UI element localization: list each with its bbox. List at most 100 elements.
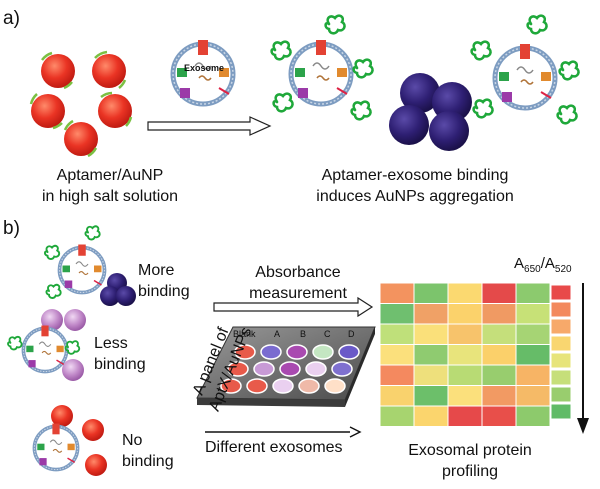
panel-b-label: b) xyxy=(3,218,20,239)
heatmap-cell xyxy=(413,405,449,427)
ratio-slash-a: /A xyxy=(540,255,555,272)
heatmap-cell xyxy=(379,303,415,325)
heatmap-cell xyxy=(413,344,449,366)
more-binding-line-2: binding xyxy=(138,283,190,300)
heatmap-cell xyxy=(447,323,483,345)
aunp-particle xyxy=(98,91,133,128)
left-caption-line-1: Aptamer/AuNP xyxy=(56,167,164,184)
heatmap-cell xyxy=(515,323,551,345)
ratio-sub-520: 520 xyxy=(554,264,572,275)
heatmap-cell xyxy=(379,323,415,345)
heatmap-cell xyxy=(447,405,483,427)
plate-well xyxy=(227,361,249,377)
heatmap-color-legend xyxy=(550,284,572,420)
plate-well xyxy=(312,344,334,360)
left-caption: Aptamer/AuNP in high salt solution xyxy=(30,165,190,207)
plate-well xyxy=(253,361,275,377)
panel-a-label: a) xyxy=(3,8,20,29)
heatmap-cell xyxy=(447,385,483,407)
aggregate-small xyxy=(100,273,136,306)
no-binding-line-1: No xyxy=(122,432,143,449)
legend-swatch xyxy=(550,352,572,369)
legend-swatch xyxy=(550,403,572,420)
assay-plate xyxy=(196,326,376,407)
right-caption-line-1: Aptamer-exosome binding xyxy=(321,167,509,184)
exosome-label: Exosome xyxy=(184,63,225,73)
heatmap-caption-line-1: Exosomal protein xyxy=(408,442,532,459)
heatmap-cell xyxy=(379,344,415,366)
heatmap-cell xyxy=(515,385,551,407)
heatmap-cell xyxy=(447,344,483,366)
plate-well xyxy=(260,344,282,360)
legend-swatch xyxy=(550,301,572,318)
heatmap-cell xyxy=(379,385,415,407)
heatmap-caption: Exosomal protein profiling xyxy=(395,440,545,482)
plate-well xyxy=(279,361,301,377)
plate-well xyxy=(286,344,308,360)
lilac-particles xyxy=(41,309,86,381)
less-binding-label: Less binding xyxy=(94,333,146,375)
heatmap-cell xyxy=(481,323,517,345)
absorbance-label: Absorbance measurement xyxy=(228,262,368,304)
heatmap-caption-line-2: profiling xyxy=(441,463,499,480)
heatmap-cell xyxy=(515,282,551,304)
ratio-sub-650: 650 xyxy=(524,264,541,275)
plate-well xyxy=(324,378,346,394)
plate-well xyxy=(298,378,320,394)
heatmap-cell xyxy=(447,364,483,386)
ratio-direction-arrow xyxy=(577,283,589,434)
different-exosomes-arrow xyxy=(205,426,362,438)
heatmap-cell xyxy=(481,385,517,407)
aunp-particle xyxy=(63,119,98,158)
aunp-particle xyxy=(29,93,65,130)
plate-well xyxy=(246,378,268,394)
less-binding-line-1: Less xyxy=(94,335,128,352)
plate-well xyxy=(220,378,242,394)
plate-col-blank: Blank xyxy=(233,329,256,339)
heatmap-cell xyxy=(481,282,517,304)
heatmap xyxy=(379,282,551,427)
less-binding-line-2: binding xyxy=(94,356,146,373)
heatmap-cell xyxy=(515,303,551,325)
legend-swatch xyxy=(550,369,572,386)
right-caption-line-2: induces AuNPs aggregation xyxy=(316,188,514,205)
heatmap-cell xyxy=(379,364,415,386)
more-binding-line-1: More xyxy=(138,262,175,279)
absorbance-arrow xyxy=(213,296,374,318)
plate-col-a: A xyxy=(274,329,281,339)
heatmap-cell xyxy=(481,344,517,366)
absorbance-line-2: measurement xyxy=(249,285,347,302)
legend-swatch xyxy=(550,335,572,352)
heatmap-cell xyxy=(447,282,483,304)
red-particles-no-binding xyxy=(51,405,107,476)
no-binding-label: No binding xyxy=(122,430,174,472)
heatmap-cell xyxy=(515,405,551,427)
heatmap-cell xyxy=(481,303,517,325)
heatmap-cell xyxy=(481,405,517,427)
left-caption-line-2: in high salt solution xyxy=(41,188,179,205)
heatmap-cell xyxy=(413,385,449,407)
ratio-label: A650/A520 xyxy=(514,255,572,275)
ratio-a: A xyxy=(514,255,525,272)
aunp-aggregate xyxy=(389,73,472,151)
heatmap-cell xyxy=(413,364,449,386)
absorbance-line-1: Absorbance xyxy=(255,264,341,281)
exosome-aptamer-bound xyxy=(270,14,374,121)
more-binding-label: More binding xyxy=(138,260,190,302)
exosome-aptamer-bound xyxy=(470,14,580,125)
plate-col-d: D xyxy=(348,329,355,339)
heatmap-cell xyxy=(413,323,449,345)
heatmap-cell xyxy=(515,344,551,366)
exosome-no-binding xyxy=(32,421,80,472)
aunp-particle xyxy=(40,51,75,90)
legend-swatch xyxy=(550,318,572,335)
heatmap-cell xyxy=(413,282,449,304)
legend-swatch xyxy=(550,386,572,403)
aunp-particle xyxy=(92,50,127,89)
plate-well xyxy=(272,378,294,394)
plate-col-b: B xyxy=(300,329,307,339)
plate-col-c: C xyxy=(324,329,331,339)
heatmap-cell xyxy=(481,364,517,386)
heatmap-cell xyxy=(515,364,551,386)
